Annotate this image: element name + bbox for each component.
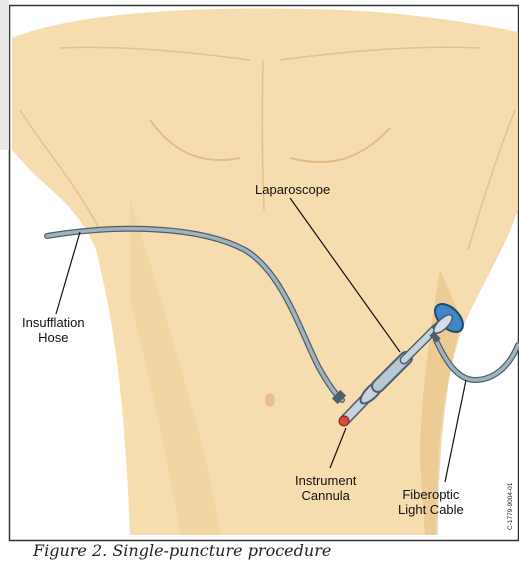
figure-caption: Figure 2. Single-puncture procedure [33,541,331,560]
navel [265,393,275,407]
label-instrument-cannula-line2: Cannula [295,488,356,503]
label-fiberoptic-cable-line1: Fiberoptic [398,487,464,502]
figure-code: C-1779-9004-01 [507,483,514,530]
label-fiberoptic-cable-line2: Light Cable [398,502,464,517]
label-laparoscope: Laparoscope [255,182,330,197]
scan-shadow [0,0,9,150]
label-instrument-cannula: Instrument Cannula [295,473,356,503]
label-fiberoptic-cable: Fiberoptic Light Cable [398,487,464,517]
cannula-tip [339,416,349,426]
label-instrument-cannula-line1: Instrument [295,473,356,488]
label-insufflation-hose-line1: Insufflation [22,315,85,330]
label-insufflation-hose-line2: Hose [22,330,85,345]
label-insufflation-hose: Insufflation Hose [22,315,85,345]
